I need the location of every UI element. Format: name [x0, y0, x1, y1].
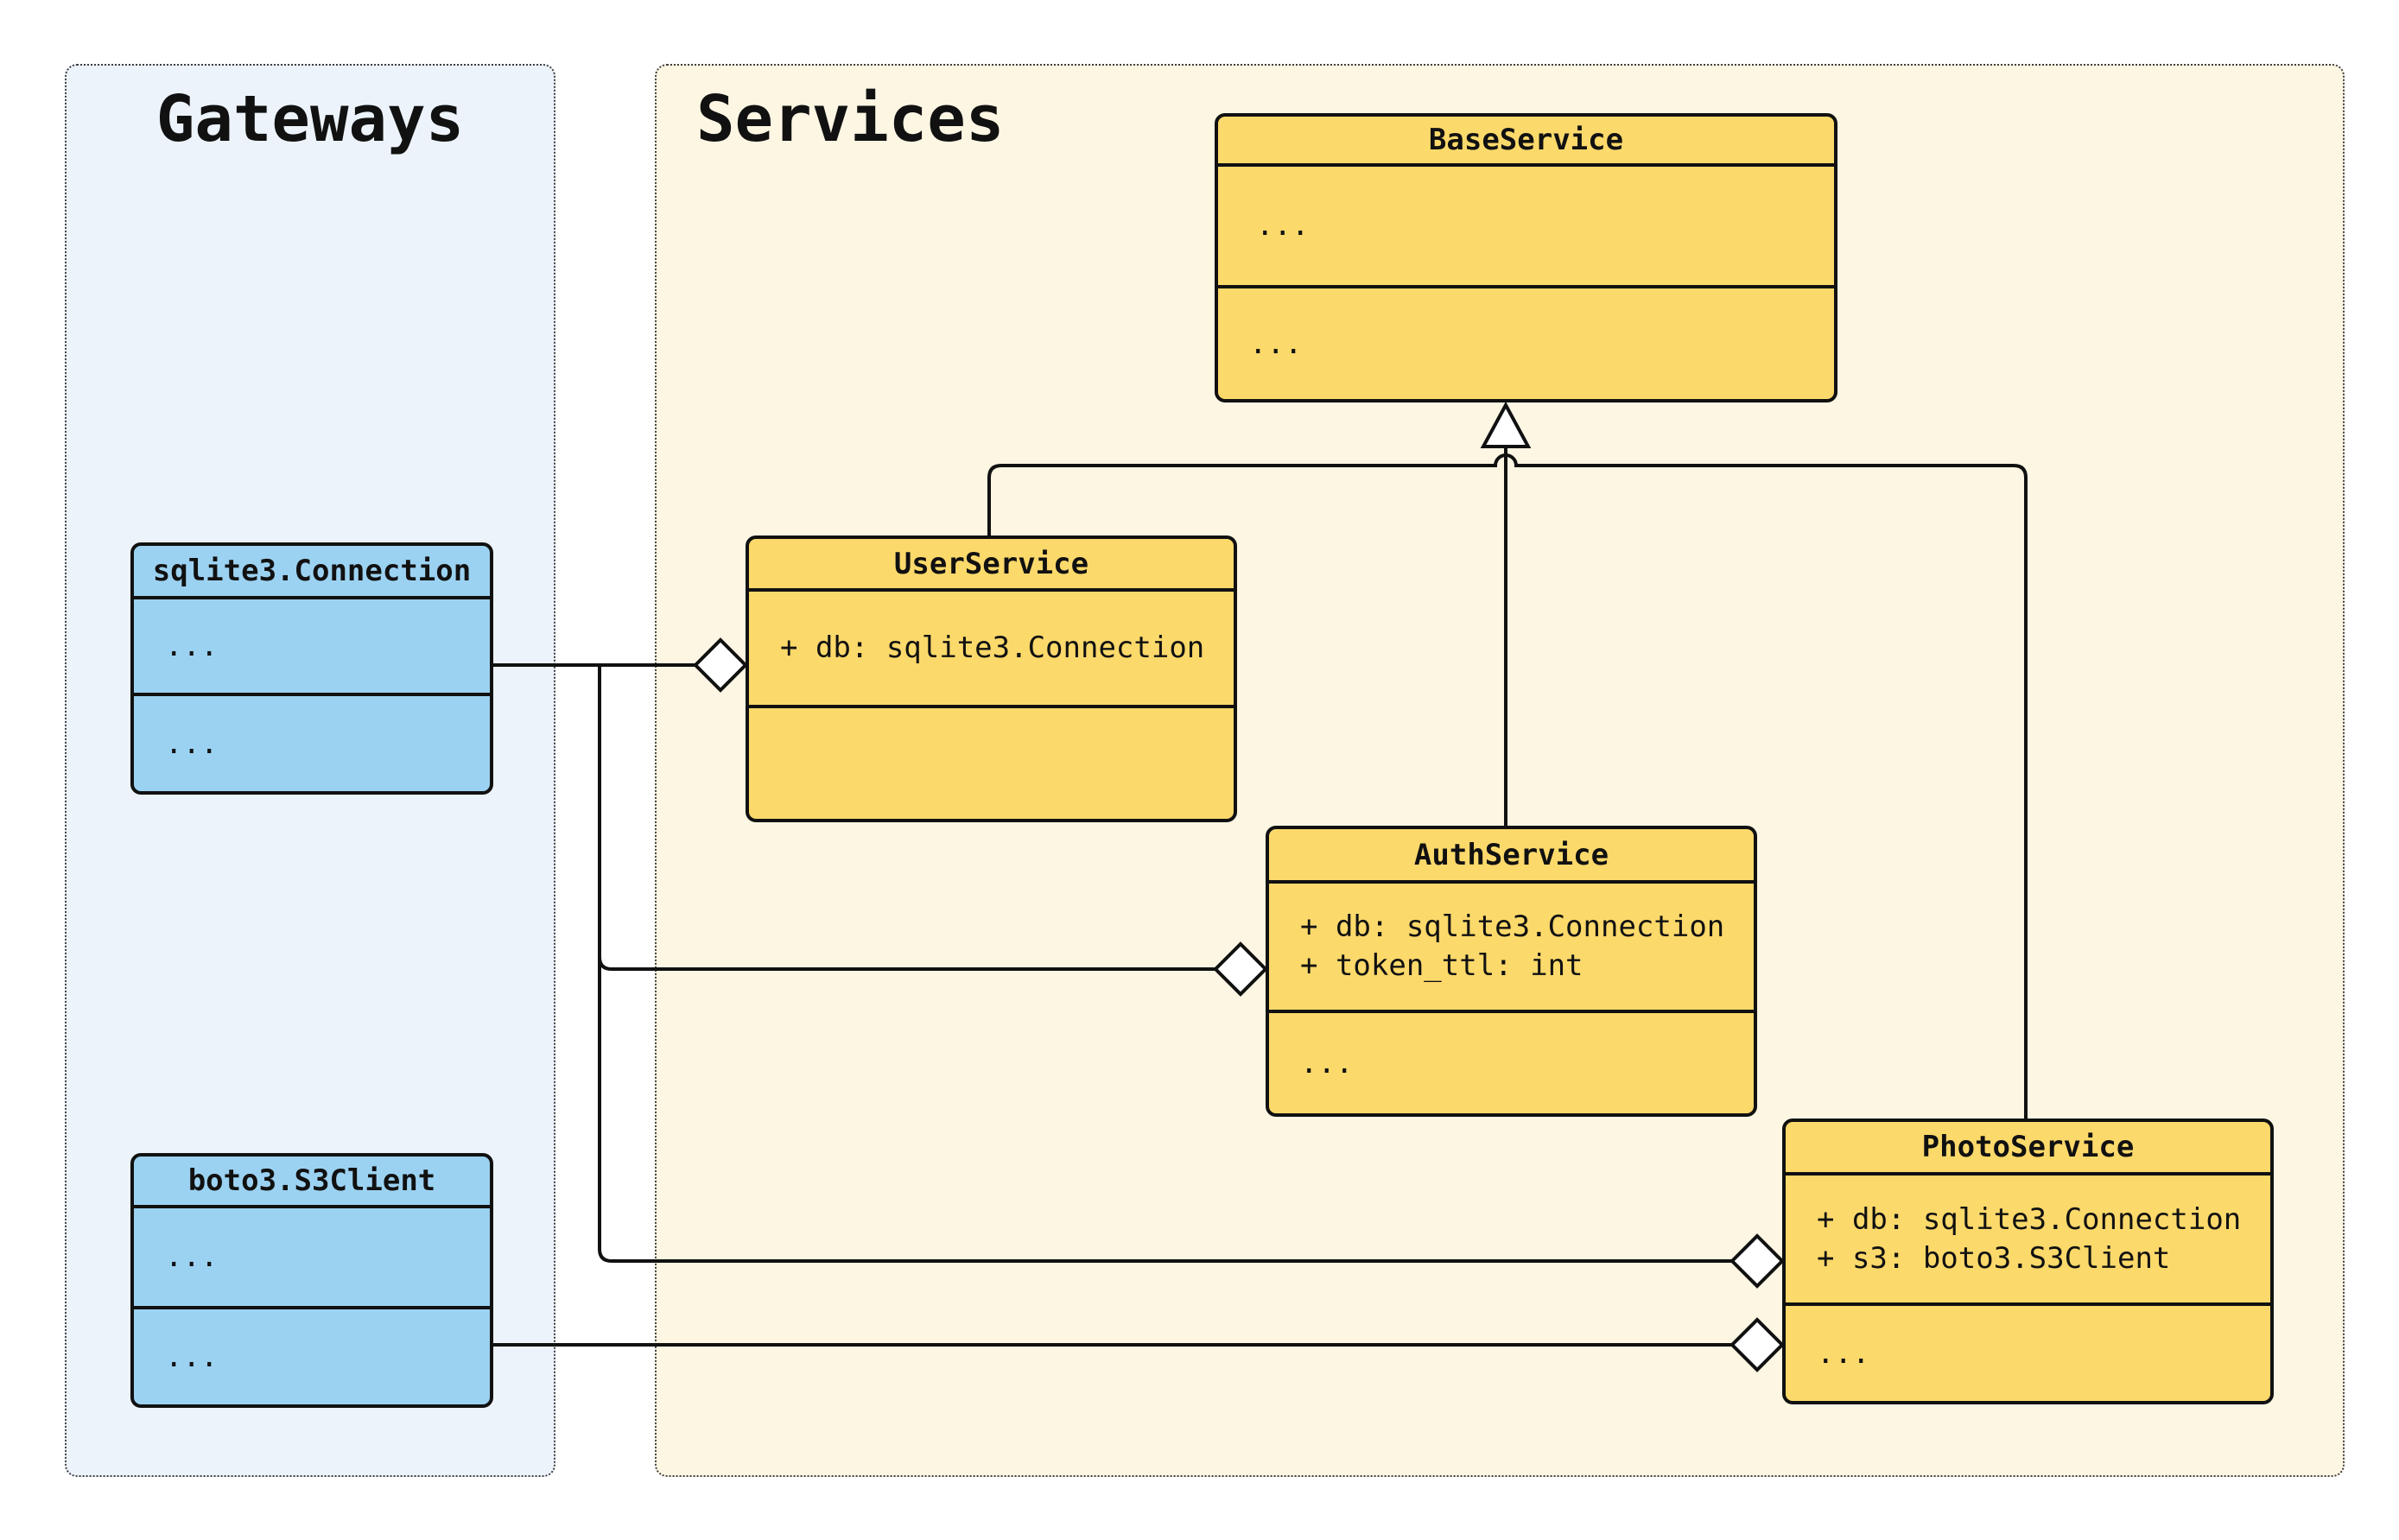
class-title: BaseService: [1218, 117, 1834, 163]
method-line: ...: [1249, 326, 1303, 361]
class-box-authservice: AuthService + db: sqlite3.Connection + t…: [1266, 826, 1757, 1117]
attribute-line: ...: [165, 628, 219, 663]
aggregation-diamond-userservice-icon: [693, 637, 748, 693]
aggregation-line-sqlite3-authservice: [598, 956, 1215, 971]
class-name-label: sqlite3.Connection: [152, 554, 472, 588]
aggregation-diamond-photoservice-db-icon: [1729, 1233, 1785, 1289]
method-line: ...: [1817, 1335, 1870, 1371]
aggregation-diamond-photoservice-s3-icon: [1729, 1317, 1785, 1372]
class-box-userservice: UserService + db: sqlite3.Connection: [746, 536, 1237, 822]
class-methods-section: ...: [1786, 1302, 2270, 1401]
class-title: AuthService: [1269, 829, 1754, 880]
class-name-label: PhotoService: [1921, 1130, 2135, 1164]
method-line: ...: [165, 726, 219, 761]
class-attributes-section: + db: sqlite3.Connection: [749, 588, 1234, 705]
class-box-sqlite3-connection: sqlite3.Connection ... ...: [130, 542, 493, 795]
class-attributes-section: ...: [134, 596, 490, 693]
class-name-label: boto3.S3Client: [187, 1163, 436, 1198]
class-title: UserService: [749, 539, 1234, 588]
attribute-line: ...: [165, 1239, 219, 1275]
method-line: ...: [1300, 1045, 1354, 1081]
class-name-label: UserService: [893, 546, 1089, 581]
class-title: sqlite3.Connection: [134, 546, 490, 596]
aggregation-diamond-authservice-icon: [1213, 941, 1268, 997]
class-methods-section: ...: [134, 693, 490, 791]
class-name-label: BaseService: [1428, 123, 1624, 157]
class-title: boto3.S3Client: [134, 1157, 490, 1205]
class-methods-section: [749, 705, 1234, 819]
group-services-title: Services: [696, 82, 1005, 156]
class-methods-section: ...: [1218, 285, 1834, 399]
attribute-line: + s3: boto3.S3Client: [1817, 1240, 2171, 1276]
inheritance-triangle-icon: [1480, 401, 1532, 448]
group-gateways-title: Gateways: [155, 82, 465, 156]
aggregation-branch-vertical: [598, 665, 1732, 1263]
class-box-photoservice: PhotoService + db: sqlite3.Connection + …: [1782, 1119, 2274, 1404]
class-name-label: AuthService: [1413, 837, 1609, 872]
class-box-baseservice: BaseService ... ...: [1215, 113, 1837, 402]
attribute-line: ...: [1256, 208, 1310, 244]
class-attributes-section: + db: sqlite3.Connection + token_ttl: in…: [1269, 880, 1754, 1010]
class-attributes-section: ...: [134, 1205, 490, 1306]
attribute-line: + token_ttl: int: [1300, 948, 1583, 983]
method-line: ...: [165, 1339, 219, 1374]
class-title: PhotoService: [1786, 1122, 2270, 1172]
class-attributes-section: ...: [1218, 163, 1834, 285]
attribute-line: + db: sqlite3.Connection: [1300, 909, 1725, 945]
class-methods-section: ...: [1269, 1010, 1754, 1113]
attribute-line: + db: sqlite3.Connection: [1817, 1201, 2242, 1237]
attribute-line: + db: sqlite3.Connection: [780, 631, 1205, 666]
class-box-boto3-s3client: boto3.S3Client ... ...: [130, 1153, 493, 1408]
class-attributes-section: + db: sqlite3.Connection + s3: boto3.S3C…: [1786, 1172, 2270, 1302]
class-methods-section: ...: [134, 1306, 490, 1404]
